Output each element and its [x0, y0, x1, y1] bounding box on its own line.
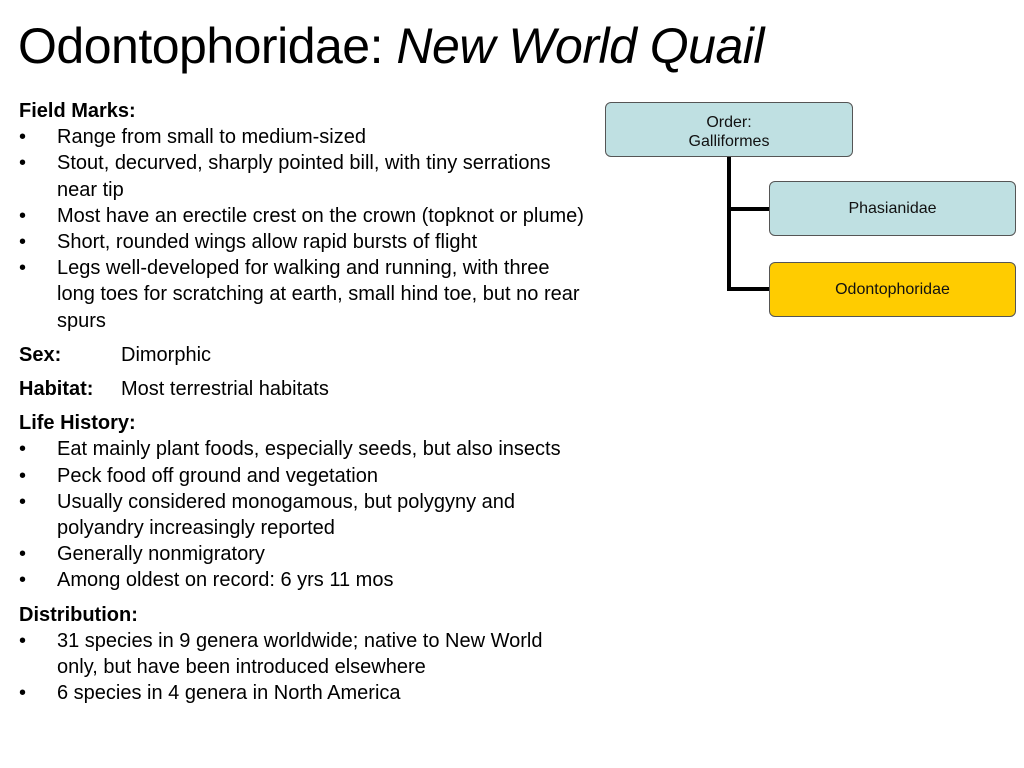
sex-row: Sex: Dimorphic [19, 342, 584, 368]
title-main: Odontophoridae: [18, 18, 397, 74]
habitat-row: Habitat: Most terrestrial habitats [19, 376, 584, 402]
list-item: • Eat mainly plant foods, especially seed… [19, 436, 584, 462]
list-item-text: Short, rounded wings allow rapid bursts … [57, 231, 478, 254]
bullet-icon: • [19, 543, 27, 566]
list-item: • Range from small to medium-sized [19, 124, 584, 150]
list-item: • Peck food off ground and vegetation [19, 463, 584, 489]
sex-value: Dimorphic [121, 343, 212, 366]
bullet-icon: • [19, 629, 27, 652]
list-item: • Legs well-developed for walking and run… [19, 255, 584, 334]
list-item-text: Stout, decurved, sharply pointed bill, w… [57, 152, 551, 201]
distribution-section: Distribution: • 31 species in 9 genera wo… [19, 602, 584, 707]
list-item-text: Legs well-developed for walking and runn… [57, 257, 580, 332]
habitat-value: Most terrestrial habitats [121, 378, 329, 401]
family-node-odontophoridae: Odontophoridae [769, 262, 1016, 317]
tree-branch-phasianidae [727, 207, 769, 211]
list-item: • Most have an erectile crest on the crow… [19, 203, 584, 229]
order-node-text: Order: Galliformes [689, 113, 770, 151]
list-item-text: Range from small to medium-sized [57, 126, 366, 149]
list-item: • 6 species in 4 genera in North America [19, 680, 584, 706]
bullet-icon: • [19, 490, 27, 513]
list-item: • 31 species in 9 genera worldwide; nativ… [19, 628, 584, 680]
family-node-label: Odontophoridae [835, 281, 950, 298]
order-node: Order: Galliformes [605, 102, 853, 157]
list-item-text: Generally nonmigratory [57, 543, 265, 566]
list-item-text: 6 species in 4 genera in North America [57, 682, 401, 705]
order-label: Order: [706, 114, 752, 131]
title-italic: New World Quail [396, 18, 765, 74]
bullet-icon: • [19, 569, 27, 592]
page-title: Odontophoridae: New World Quail [18, 18, 765, 74]
list-item: • Generally nonmigratory [19, 541, 584, 567]
life-history-list: • Eat mainly plant foods, especially seed… [19, 436, 584, 593]
bullet-icon: • [19, 204, 27, 227]
family-node-label: Phasianidae [848, 200, 937, 217]
tree-branch-odontophoridae [727, 287, 769, 291]
list-item-text: Most have an erectile crest on the crown… [57, 204, 584, 227]
bullet-icon: • [19, 152, 27, 175]
bullet-icon: • [19, 682, 27, 705]
list-item: • Short, rounded wings allow rapid bursts… [19, 229, 584, 255]
tree-trunk-line [727, 157, 731, 291]
field-marks-section: Field Marks: • Range from small to medium… [19, 98, 584, 334]
list-item: • Stout, decurved, sharply pointed bill, … [19, 150, 584, 202]
field-marks-list: • Range from small to medium-sized • Stout… [19, 124, 584, 334]
field-marks-heading: Field Marks: [19, 100, 136, 122]
habitat-label: Habitat: [19, 378, 94, 401]
bullet-icon: • [19, 438, 27, 461]
list-item: • Usually considered monogamous, but poly… [19, 489, 584, 541]
bullet-icon: • [19, 257, 27, 280]
list-item-text: Peck food off ground and vegetation [57, 464, 378, 487]
order-name: Galliformes [688, 133, 770, 150]
sex-label: Sex: [19, 343, 62, 366]
life-history-section: Life History: • Eat mainly plant foods, e… [19, 410, 584, 593]
family-node-phasianidae: Phasianidae [769, 181, 1016, 236]
list-item-text: Among oldest on record: 6 yrs 11 mos [57, 569, 394, 592]
bullet-icon: • [19, 126, 27, 149]
distribution-list: • 31 species in 9 genera worldwide; nativ… [19, 628, 584, 707]
list-item: • Among oldest on record: 6 yrs 11 mos [19, 567, 584, 593]
bullet-icon: • [19, 231, 27, 254]
bullet-icon: • [19, 464, 27, 487]
distribution-heading: Distribution: [19, 603, 138, 626]
list-item-text: Eat mainly plant foods, especially seeds… [57, 438, 561, 461]
list-item-text: 31 species in 9 genera worldwide; native… [57, 629, 543, 679]
species-content: Field Marks: • Range from small to medium… [19, 98, 584, 706]
list-item-text: Usually considered monogamous, but polyg… [57, 490, 516, 540]
life-history-heading: Life History: [19, 412, 136, 435]
